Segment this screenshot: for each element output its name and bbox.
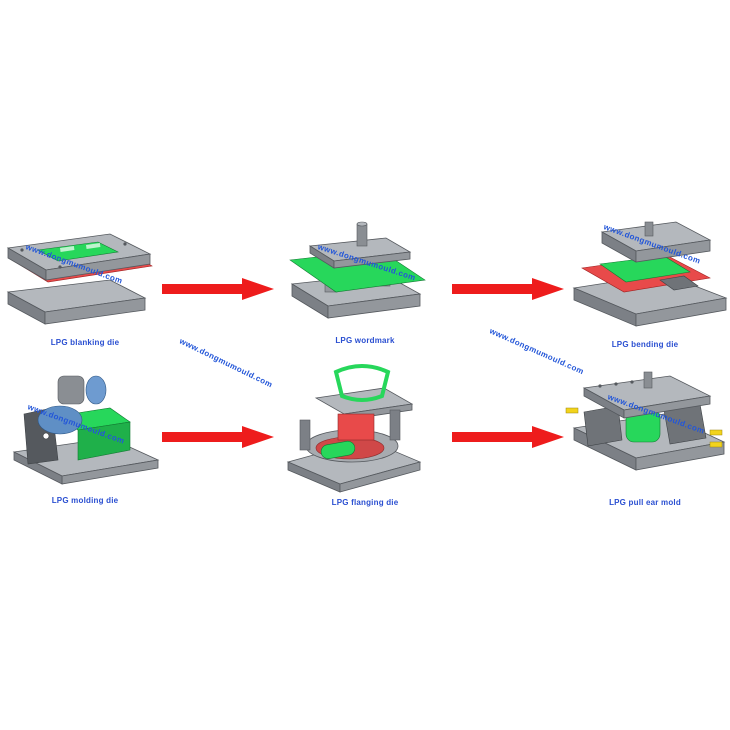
arrow-right-icon bbox=[162, 426, 274, 448]
step-bending-die: LPG bending die bbox=[560, 218, 730, 358]
step-pull-ear-mold: LPG pull ear mold bbox=[560, 371, 730, 512]
flanging-die-illustration bbox=[286, 364, 422, 493]
step-label: LPG pull ear mold bbox=[609, 498, 681, 507]
step-wordmark: LPG wordmark bbox=[280, 218, 450, 358]
arrow-right-icon bbox=[452, 278, 564, 300]
watermark: www.dongmumould.com bbox=[178, 336, 275, 390]
arrow-right-icon bbox=[162, 278, 274, 300]
blanking-die-illustration bbox=[6, 233, 153, 325]
step-molding-die: LPG molding die bbox=[0, 370, 170, 510]
step-label: LPG blanking die bbox=[50, 338, 120, 347]
step-blanking-die: LPG blanking die bbox=[0, 220, 170, 360]
arrow-right-icon bbox=[452, 426, 564, 448]
molding-die-illustration bbox=[12, 375, 160, 485]
step-label: LPG wordmark bbox=[335, 336, 395, 345]
step-flanging-die: LPG flanging die bbox=[280, 362, 450, 507]
step-label: LPG bending die bbox=[611, 340, 679, 349]
step-label: LPG flanging die bbox=[331, 498, 399, 507]
step-label: LPG molding die bbox=[51, 496, 119, 505]
pull-ear-mold-illustration bbox=[565, 371, 726, 471]
bending-die-illustration bbox=[572, 221, 728, 327]
wordmark-illustration bbox=[289, 221, 426, 319]
